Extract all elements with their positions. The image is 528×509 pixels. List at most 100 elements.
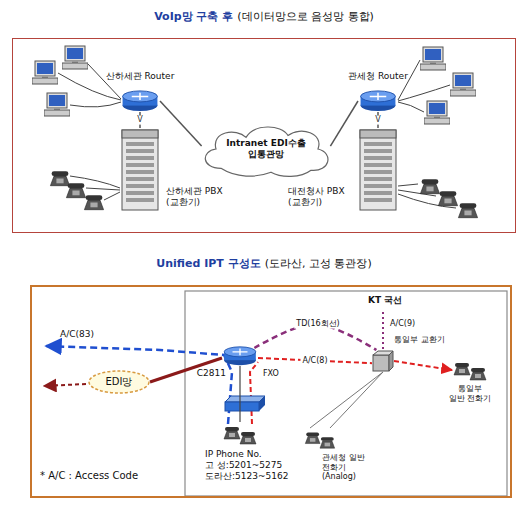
pc-icon: [450, 73, 476, 96]
drawing-part: [233, 349, 248, 356]
call-path-red: [250, 362, 258, 424]
node-text-box: 관세청 Router: [328, 71, 428, 82]
drawing-part: [126, 184, 154, 188]
drawing-part: [364, 184, 392, 188]
drawing-part: [224, 347, 256, 357]
drawing-part: [364, 149, 392, 153]
pc-icon: [44, 93, 70, 116]
edi-out-arrow: [44, 384, 86, 386]
drawing-part: [224, 427, 240, 439]
box-shape: [372, 350, 394, 372]
node-text-box: Unified IPT 구성도(도라산, 고성 통관장): [0, 257, 528, 270]
node-label: C2811: [197, 368, 226, 378]
node-label: 고 성:5201~5275: [205, 460, 295, 471]
phone-icon: [50, 171, 69, 185]
drawing-part: [122, 130, 158, 210]
phone-node: 통일부일반 전화기: [452, 358, 488, 382]
drawing-part: [364, 191, 392, 195]
drawing-part: [122, 130, 158, 138]
drawing-part: [126, 177, 154, 181]
node-text-box: Intranet EDI수출입통관망: [196, 120, 336, 178]
drawing-part: [126, 142, 154, 146]
node-text-box: 통일부 교환기: [394, 335, 445, 345]
node-label: 산하세관 Router: [106, 71, 175, 81]
pbx-shape: [358, 128, 398, 212]
connector: [394, 361, 452, 370]
node-label: 통일부 교환기: [394, 335, 445, 344]
drawing-part: [89, 371, 149, 393]
node-label: (데이터망으로 음성망 통합): [237, 10, 374, 23]
router-node: 산하세관 Router: [120, 90, 160, 112]
drawing-part: [360, 130, 396, 138]
node-label: 관세청 Router: [348, 71, 408, 81]
site-box: [185, 291, 507, 496]
annotation: A/C(83): [60, 330, 94, 340]
connector-label: V: [373, 116, 382, 125]
phones2-shape: [300, 428, 340, 450]
drawing-part: [454, 363, 470, 375]
connector: [239, 366, 240, 422]
node-label: 통일부: [444, 384, 496, 394]
phones2-shape: [205, 422, 275, 446]
switch-body: [225, 402, 259, 411]
node-text-box: 산하세관 Router: [90, 71, 190, 82]
phone-icon: [458, 203, 477, 217]
network-cloud: Intranet EDI수출입통관망: [196, 120, 336, 178]
kt-trunk-line: [382, 312, 384, 350]
drawing-part: [126, 163, 154, 167]
annotation: FXO: [263, 370, 279, 379]
node-text-box: 산하세관 PBX (교환기): [166, 186, 232, 208]
node-text-box: EDI망: [88, 370, 150, 394]
switch-top: [225, 396, 265, 402]
pc-icon: [420, 47, 446, 70]
annotation: KT 국선: [368, 296, 402, 306]
ip-phone-node: IP Phone No.고 성:5201~5275도라산:5123~5162: [205, 422, 275, 446]
phone-cable: [104, 192, 120, 200]
node-text-box: 대전청사 PBX (교환기): [288, 186, 354, 208]
node-label: Unified IPT 구성도: [156, 257, 260, 270]
pbx-shape: [120, 128, 160, 212]
drawing-part: [361, 91, 396, 102]
annotation: * A/C : Access Code: [40, 470, 138, 481]
connector: [160, 101, 202, 146]
phone-icon: [420, 179, 439, 193]
drawing-part: [364, 177, 392, 181]
panel: Unified IPT 구성도(도라산, 고성 통관장)EDI망C2811통일부…: [30, 285, 512, 498]
pbx-node: 대전청사 PBX (교환기): [358, 128, 398, 212]
connector-label: TD(16회선): [294, 320, 341, 329]
pc-icon: [62, 46, 88, 69]
panel: VoIp망 구축 후(데이터망으로 음성망 통합)산하세관 RouterIntr…: [12, 38, 516, 233]
call-path-blue: [46, 346, 232, 424]
lan-cable: [88, 64, 121, 99]
drawing-part: [320, 437, 335, 448]
node-label: 일반 전화기: [444, 394, 496, 404]
pc-icon: [424, 101, 450, 124]
phone-cable: [86, 188, 120, 190]
phone-icon: [84, 195, 103, 209]
node-label: 도라산:5123~5162: [205, 471, 295, 482]
phones2-shape: [452, 358, 488, 382]
phone-node: 관세청 일반전화기 (Analog): [300, 428, 340, 450]
router-node: C2811: [222, 346, 258, 366]
router-shape: [120, 90, 160, 112]
drawing-part: [240, 432, 256, 444]
drawing-part: [364, 142, 392, 146]
drawing-part: [126, 156, 154, 160]
connector-label: V: [135, 116, 144, 125]
switch-icon: [225, 396, 265, 411]
drawing-part: [205, 127, 328, 176]
node-label: Intranet EDI수출입통관망: [224, 138, 308, 160]
connector: [330, 101, 358, 146]
router-shape: [358, 90, 398, 112]
drawing-part: [126, 149, 154, 153]
drawing-part: [373, 355, 389, 371]
router-node: 관세청 Router: [358, 90, 398, 112]
lan-cable: [398, 102, 424, 112]
pc-icon: [32, 61, 58, 84]
node-text-box: 통일부일반 전화기: [444, 384, 496, 403]
connector-label: A/C(8): [300, 356, 329, 365]
annotation: A/C(9): [390, 320, 415, 329]
